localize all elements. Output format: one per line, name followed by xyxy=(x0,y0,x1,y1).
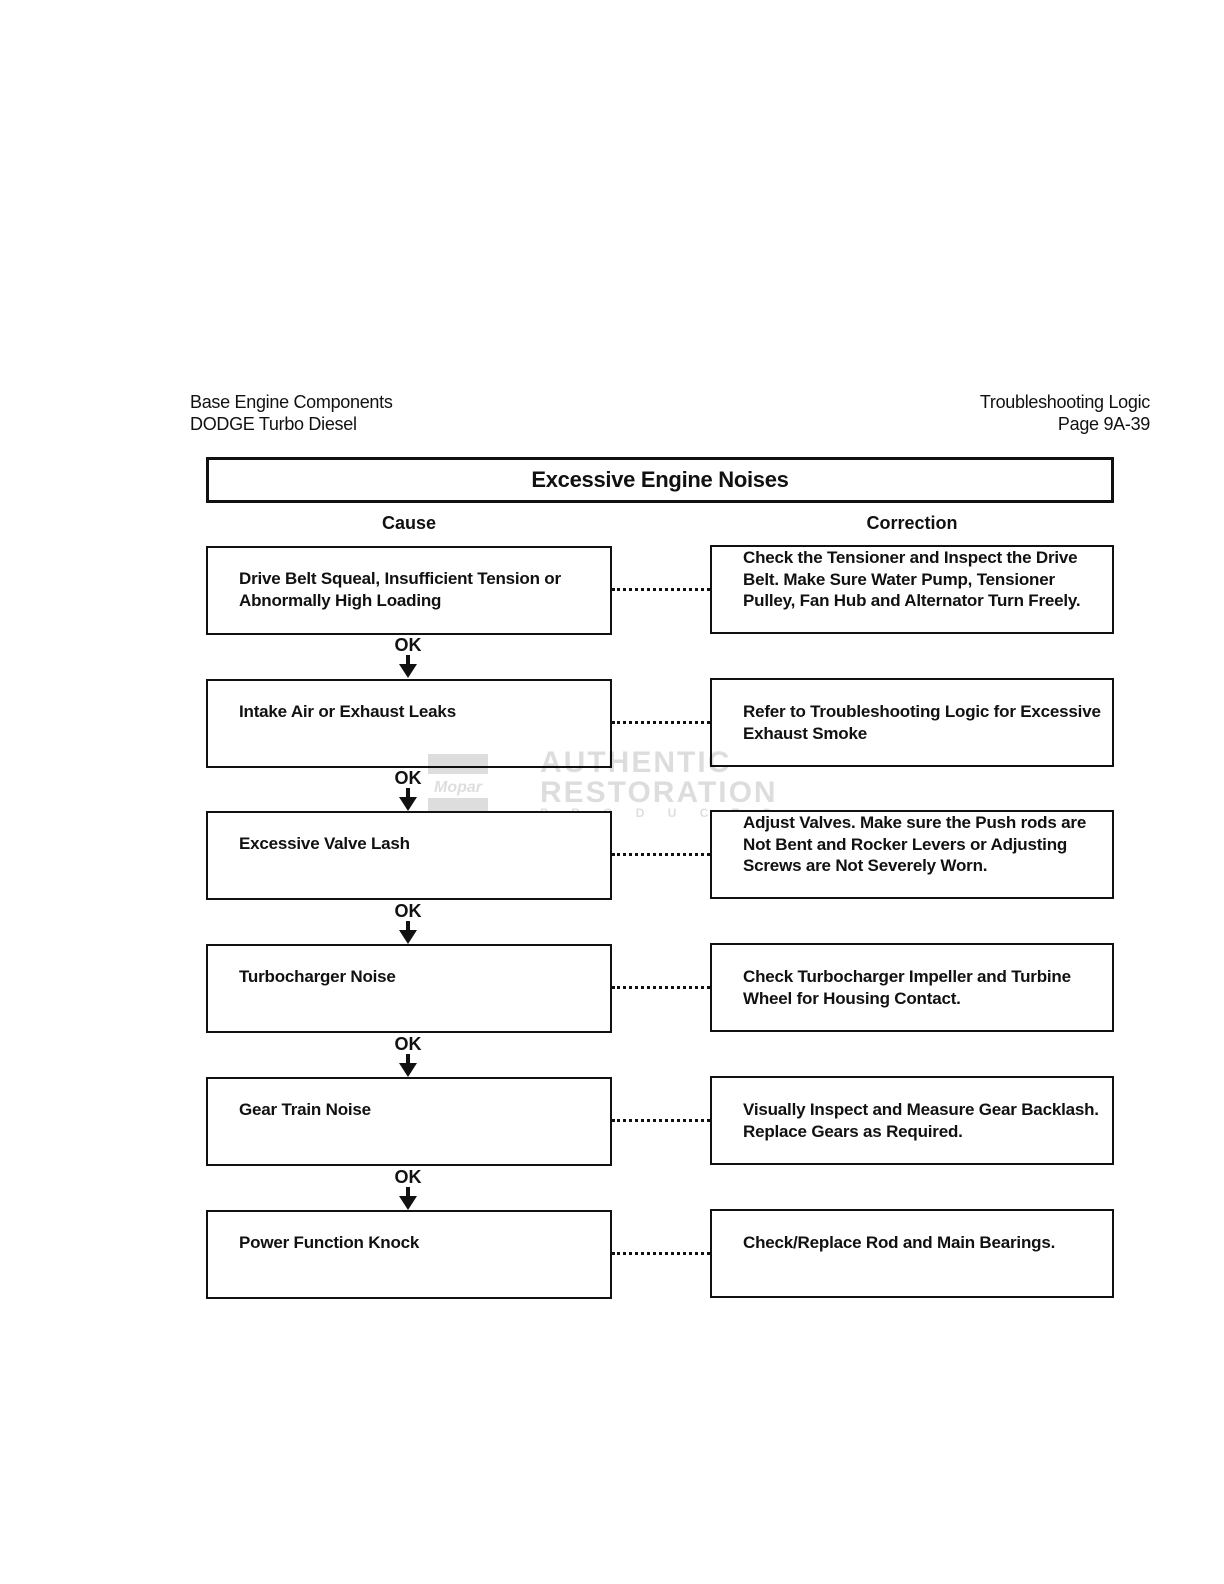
title-box: Excessive Engine Noises xyxy=(206,457,1114,503)
correction-text-6: Check/Replace Rod and Main Bearings. xyxy=(743,1233,1056,1252)
section-name: Base Engine Components xyxy=(190,392,393,412)
cause-column-heading: Cause xyxy=(381,513,437,533)
page-title: Excessive Engine Noises xyxy=(531,467,789,492)
page-header-right: Troubleshooting Logic Page 9A-39 xyxy=(980,391,1150,435)
cause-box-5: Gear Train Noise xyxy=(206,1077,612,1166)
ok-label-4: OK xyxy=(394,1034,422,1054)
correction-text-1: Check the Tensioner and Inspect the Driv… xyxy=(743,548,1081,610)
chapter-name: Troubleshooting Logic xyxy=(979,392,1150,412)
ok-label-1: OK xyxy=(394,635,422,655)
ok-label-2: OK xyxy=(394,768,422,788)
vehicle-name: DODGE Turbo Diesel xyxy=(190,414,357,434)
dotted-connector-2 xyxy=(612,721,710,724)
cause-text-4: Turbocharger Noise xyxy=(239,967,396,986)
down-arrow-icon xyxy=(399,1187,417,1210)
cause-box-2: Intake Air or Exhaust Leaks xyxy=(206,679,612,768)
dotted-connector-5 xyxy=(612,1119,710,1122)
correction-box-5: Visually Inspect and Measure Gear Backla… xyxy=(710,1076,1114,1165)
correction-box-6: Check/Replace Rod and Main Bearings. xyxy=(710,1209,1114,1298)
down-arrow-icon xyxy=(399,921,417,944)
cause-box-3: Excessive Valve Lash xyxy=(206,811,612,900)
correction-column-heading: Correction xyxy=(866,513,958,533)
correction-box-3: Adjust Valves. Make sure the Push rods a… xyxy=(710,810,1114,899)
dotted-connector-1 xyxy=(612,588,710,591)
cause-text-6: Power Function Knock xyxy=(239,1233,420,1252)
cause-text-5: Gear Train Noise xyxy=(239,1100,371,1119)
correction-text-3: Adjust Valves. Make sure the Push rods a… xyxy=(743,813,1087,875)
correction-text-5: Visually Inspect and Measure Gear Backla… xyxy=(743,1100,1099,1141)
down-arrow-icon xyxy=(399,788,417,811)
cause-text-3: Excessive Valve Lash xyxy=(239,834,410,853)
cause-box-4: Turbocharger Noise xyxy=(206,944,612,1033)
dotted-connector-6 xyxy=(612,1252,710,1255)
down-arrow-icon xyxy=(399,1054,417,1077)
ok-label-5: OK xyxy=(394,1167,422,1187)
cause-text-2: Intake Air or Exhaust Leaks xyxy=(239,702,456,721)
correction-box-2: Refer to Troubleshooting Logic for Exces… xyxy=(710,678,1114,767)
correction-box-1: Check the Tensioner and Inspect the Driv… xyxy=(710,545,1114,634)
cause-box-1: Drive Belt Squeal, Insufficient Tension … xyxy=(206,546,612,635)
down-arrow-icon xyxy=(399,655,417,678)
correction-box-4: Check Turbocharger Impeller and Turbine … xyxy=(710,943,1114,1032)
watermark-logo-text: Mopar xyxy=(434,779,483,796)
dotted-connector-4 xyxy=(612,986,710,989)
correction-text-2: Refer to Troubleshooting Logic for Exces… xyxy=(743,702,1101,743)
cause-text-1: Drive Belt Squeal, Insufficient Tension … xyxy=(239,569,561,610)
cause-box-6: Power Function Knock xyxy=(206,1210,612,1299)
watermark-line-2: RESTORATION xyxy=(540,776,778,809)
dotted-connector-3 xyxy=(612,853,710,856)
ok-label-3: OK xyxy=(394,901,422,921)
page-header-left: Base Engine Components DODGE Turbo Diese… xyxy=(190,391,393,435)
correction-text-4: Check Turbocharger Impeller and Turbine … xyxy=(743,967,1071,1008)
page-number: Page 9A-39 xyxy=(1057,414,1150,434)
